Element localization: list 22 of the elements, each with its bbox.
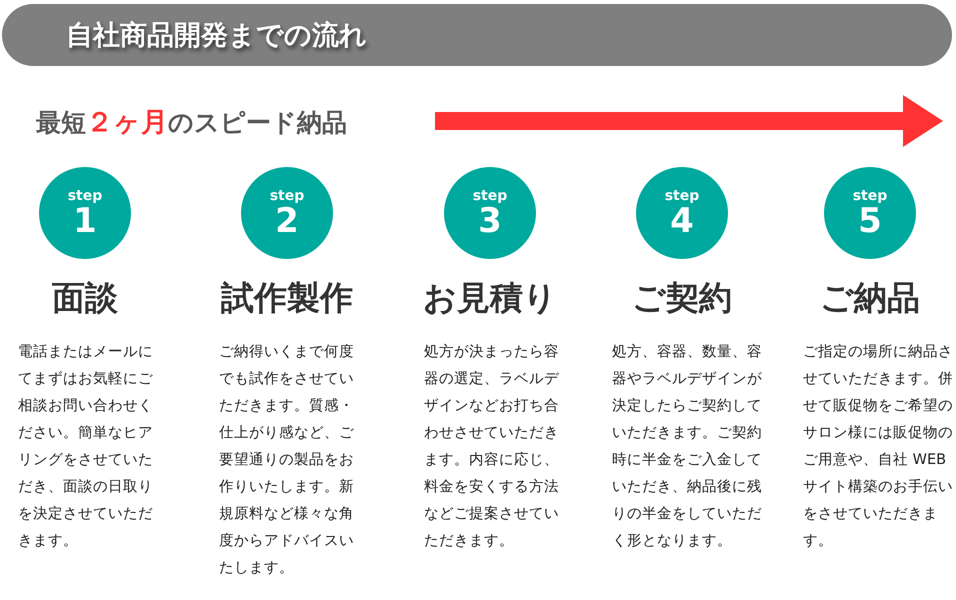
step-heading: 試作製作 bbox=[220, 277, 354, 319]
step-description: ご指定の場所に納品させていただきます。併せて販促物をご希望のサロン様には販促物のご用意や、自社 WEB サイト構築のお手伝いをさせていただきます。 bbox=[803, 342, 954, 551]
step-number: 4 bbox=[670, 203, 694, 241]
step-description: 処方が決まったら容器の選定、ラベルデザインなどお打ち合わせさせていただきます。内容に応じ、料金を安くする方法などご提案させていただきます。 bbox=[424, 342, 560, 551]
step-heading: ご納品 bbox=[819, 277, 921, 319]
step-word: step bbox=[68, 189, 102, 204]
step-word: step bbox=[664, 189, 700, 204]
step-heading: 面談 bbox=[51, 277, 119, 319]
step-heading: お見積り bbox=[422, 277, 558, 319]
step-description: ご納得いくまで何度でも試作をさせていただきます。質感・仕上がり感など、ご要望通りの製品をお作りいたします。新規原料など様々な角度からアドバイスいたします。 bbox=[219, 342, 355, 578]
title: 自社商品開発までの流れ bbox=[66, 19, 367, 53]
slogan-text: 最短２ヶ月のスピード納品 bbox=[36, 106, 347, 140]
step-word: step bbox=[270, 189, 304, 204]
step-number: 1 bbox=[73, 203, 97, 241]
step-heading: ご契約 bbox=[631, 277, 733, 319]
step-description: 処方、容器、数量、容器やラベルデザインが決定したらご契約していただきます。ご契約時に半金をご入金していただき、納品後に残りの半金をしていただく形となります。 bbox=[612, 342, 763, 551]
step-word: step bbox=[852, 189, 888, 204]
step-number: 5 bbox=[858, 203, 882, 241]
step-number: 2 bbox=[275, 203, 299, 241]
step-number: 3 bbox=[478, 203, 502, 241]
step-word: step bbox=[472, 189, 508, 204]
step-description: 電話またはメールにてまずはお気軽にご相談お問い合わせください。簡単なヒアリングをさせていただき、面談の日取りを決定させていただきます。 bbox=[18, 343, 154, 551]
